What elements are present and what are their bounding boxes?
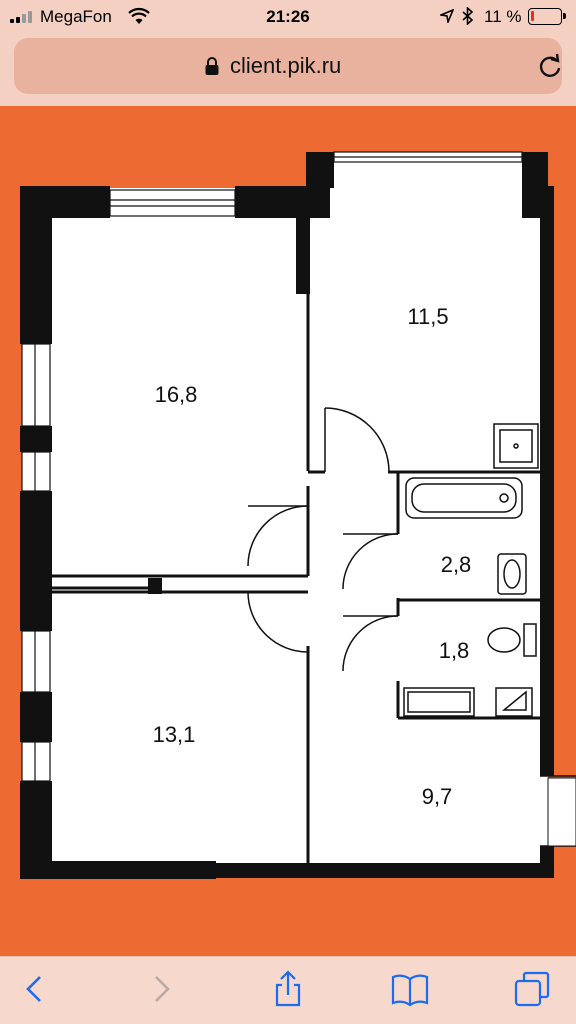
room-area-toilet: 1,8	[438, 638, 470, 663]
browser-toolbar	[0, 956, 576, 1024]
room-area-hallway: 9,7	[421, 784, 453, 809]
share-button[interactable]	[268, 969, 308, 1009]
room-area-bedroom-1: 16,8	[154, 382, 198, 407]
bluetooth-icon	[462, 7, 474, 25]
book-icon	[391, 974, 429, 1007]
signal-icon	[10, 11, 34, 23]
tabs-icon	[514, 971, 550, 1007]
forward-button[interactable]	[140, 969, 180, 1009]
address-bar-area: client.pik.ru	[0, 36, 576, 106]
floor-plan-drawing	[20, 151, 576, 879]
lock-icon	[205, 57, 219, 75]
share-icon	[275, 970, 301, 1007]
room-area-kitchen: 11,5	[407, 304, 449, 329]
bookmarks-button[interactable]	[390, 969, 430, 1009]
battery-percent: 11 %	[484, 7, 522, 26]
chevron-left-icon	[26, 976, 41, 1002]
floor-plan: 16,8 11,5 2,8 1,8 13,1 9,7	[0, 106, 576, 956]
tabs-button[interactable]	[512, 969, 552, 1009]
back-button[interactable]	[14, 969, 54, 1009]
address-bar[interactable]: client.pik.ru	[14, 38, 562, 94]
battery-icon	[528, 8, 566, 25]
room-area-bedroom-2: 13,1	[152, 722, 196, 747]
status-bar: MegaFon 21:26 11 %	[0, 0, 576, 36]
chevron-right-icon	[155, 976, 170, 1002]
location-icon	[440, 9, 454, 23]
url-text[interactable]: client.pik.ru	[230, 53, 342, 78]
reload-icon[interactable]	[536, 52, 564, 80]
clock: 21:26	[266, 7, 310, 26]
room-area-bathroom: 2,8	[440, 552, 472, 577]
battery-level	[531, 11, 534, 21]
carrier-name: MegaFon	[40, 7, 112, 26]
wifi-icon	[128, 7, 150, 24]
